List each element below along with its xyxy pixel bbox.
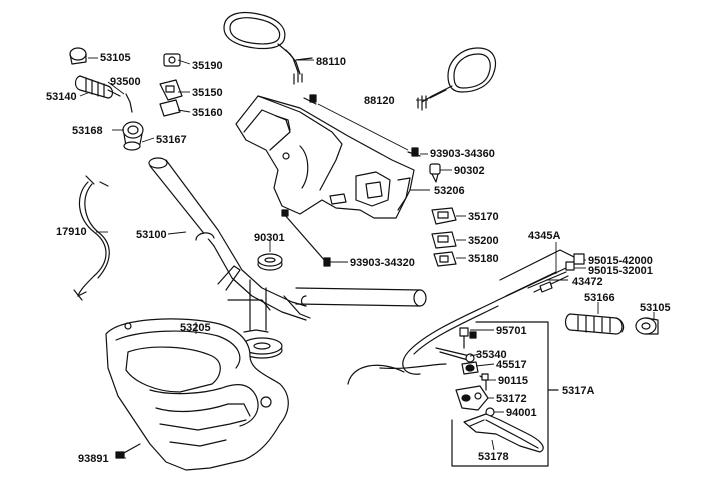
brake-cable (347, 249, 585, 385)
switch-35170 (431, 207, 457, 225)
part-label: 93500 (110, 76, 141, 88)
part-label: 93891 (78, 453, 109, 465)
part-label: 90301 (254, 232, 285, 244)
part-label: 88110 (316, 56, 346, 68)
part-label: 35160 (192, 107, 223, 119)
part-label: 53100 (136, 229, 167, 241)
handlebar-tube (148, 157, 427, 359)
part-label: 93903-34320 (350, 257, 415, 269)
part-label: 4345A (528, 230, 561, 242)
brake-lever-53178 (463, 413, 544, 453)
part-label: 35200 (468, 235, 499, 247)
right-mirror (417, 47, 497, 111)
clamp-45517 (461, 361, 479, 375)
clamp-53168 (122, 121, 144, 151)
lower-cover-53205 (105, 318, 289, 471)
switch-35190 (163, 53, 181, 67)
part-label: 95701 (496, 325, 527, 337)
part-label: 93903-34360 (430, 148, 495, 160)
part-label: 53168 (72, 125, 103, 137)
switch-housing-35150 (159, 79, 183, 117)
part-label: 35150 (192, 87, 223, 99)
part-label: 5317A (562, 385, 595, 397)
grip-right (564, 313, 625, 335)
left-mirror (223, 11, 313, 85)
grip-end-left (69, 47, 87, 65)
part-label: 94001 (506, 407, 537, 419)
part-label: 53140 (46, 91, 77, 103)
part-label: 53178 (478, 451, 509, 463)
part-label: 45517 (496, 359, 527, 371)
part-label: 53105 (100, 52, 131, 64)
part-label: 95015-32001 (588, 265, 653, 277)
switch-35200 (431, 231, 457, 249)
part-label: 35180 (468, 253, 499, 265)
part-label: 53167 (156, 134, 187, 146)
part-label: 90302 (454, 165, 485, 177)
part-label: 35340 (476, 349, 507, 361)
part-label: 43472 (572, 276, 603, 288)
bolt-95701 (459, 327, 477, 349)
assembly-bracket-5317A (451, 321, 559, 467)
throttle-cable (73, 175, 110, 301)
screw-93903-34320 (281, 209, 331, 267)
handlebar-cover-53206 (235, 95, 415, 219)
part-label: 35190 (192, 60, 223, 72)
nut-90301 (257, 253, 283, 271)
part-label: 53206 (434, 185, 465, 197)
part-label: 17910 (56, 226, 87, 238)
grip-left (74, 75, 133, 113)
screw-93891 (115, 443, 141, 459)
part-label: 53166 (584, 292, 615, 304)
switch-35180 (433, 251, 457, 267)
part-label: 90115 (498, 375, 528, 387)
lever-holder-53172 (455, 385, 489, 411)
part-label: 53172 (496, 393, 527, 405)
part-label: 35170 (468, 211, 499, 223)
part-label: 53105 (640, 302, 671, 314)
screw-93903-34360 (303, 94, 421, 157)
bulb-90302 (429, 163, 441, 183)
part-label: 88120 (364, 95, 395, 107)
grip-end-right (635, 317, 659, 335)
fitting-35340 (435, 347, 475, 363)
part-label: 95015-42000 (588, 255, 653, 267)
part-label: 53205 (180, 322, 211, 334)
